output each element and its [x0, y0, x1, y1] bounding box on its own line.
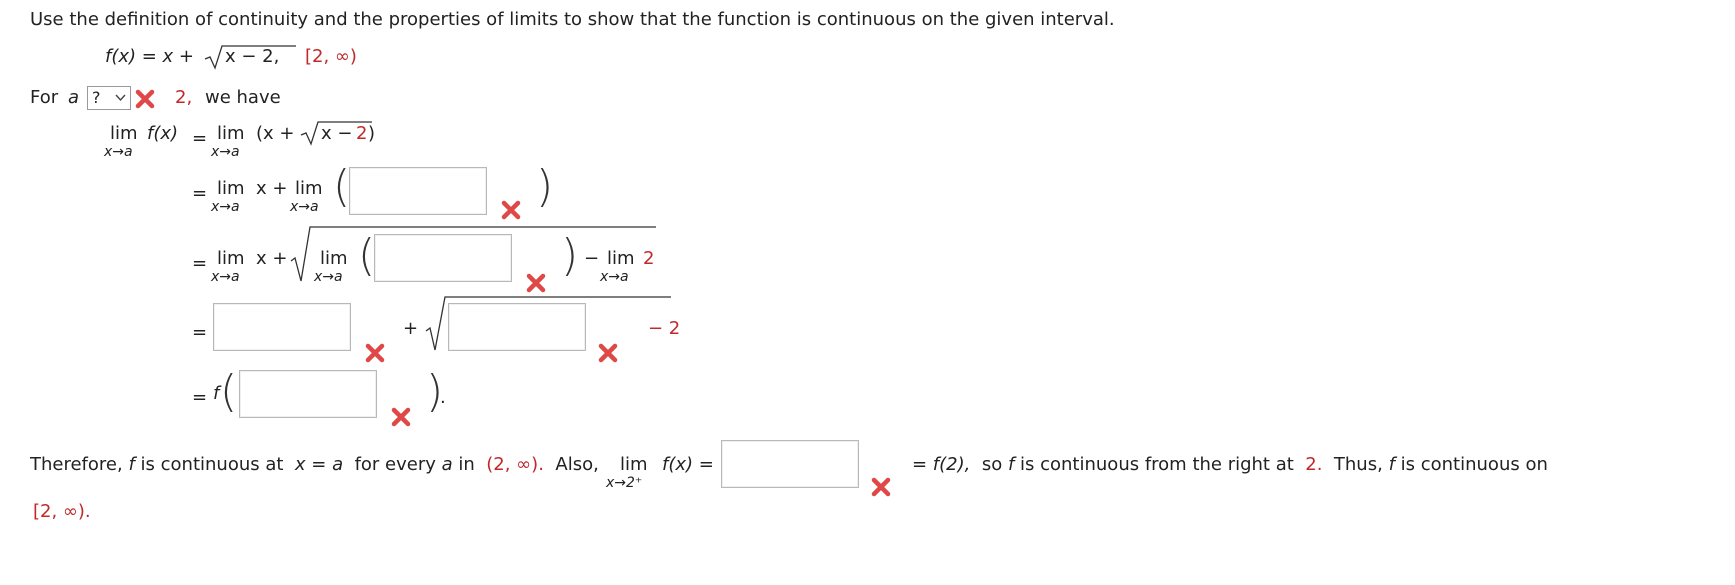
lim-subscript: x→a [600, 269, 629, 285]
equals-sign: = [192, 253, 208, 274]
f-of-x: f(x) [147, 123, 179, 144]
lim-subscript: x→a [211, 199, 240, 215]
radicand-two: 2 [356, 123, 368, 144]
plus-sign: + [403, 318, 419, 339]
for-every-text: for every [354, 454, 436, 475]
continuous-right-text: is continuous from the right at [1020, 454, 1294, 475]
lim-subscript: x→a [104, 144, 133, 160]
lim-label: lim [320, 248, 348, 269]
final-interval: [2, ∞). [33, 501, 91, 522]
var-a: a [441, 454, 453, 475]
answer-input[interactable] [448, 303, 586, 351]
instruction-text: Use the definition of continuity and the… [30, 9, 1115, 30]
minus-sign: − [584, 248, 600, 269]
function-interval: [2, ∞) [305, 46, 357, 67]
sqrt-sign [425, 296, 671, 351]
for-text: For [30, 87, 59, 108]
chevron-down-icon [115, 94, 126, 102]
function-definition: f(x) = x + [105, 46, 194, 67]
var-a: a [68, 87, 80, 108]
sqrt-sign [204, 45, 296, 70]
minus-two: − 2 [648, 318, 681, 339]
answer-input[interactable] [213, 303, 351, 351]
also-text: Also, [555, 454, 599, 475]
lim-subscript: x→2⁺ [606, 475, 643, 491]
close-paren: ) [368, 123, 376, 144]
lim-subscript: x→a [290, 199, 319, 215]
answer-input[interactable] [239, 370, 377, 418]
big-open-paren: ( [358, 230, 376, 281]
x-eq-a: x = a [294, 454, 344, 475]
answer-input[interactable] [349, 167, 487, 215]
x-mark-icon [598, 343, 618, 363]
f-letter: f [213, 383, 220, 404]
function-lhs: f(x) = x + [105, 46, 195, 67]
open-paren-x-plus: (x + [256, 123, 295, 144]
equals-sign: = [192, 387, 208, 408]
value-two: 2 [643, 248, 655, 269]
lim-subscript: x→a [211, 144, 240, 160]
in-text: in [458, 454, 475, 475]
f-symbol: f [1007, 454, 1015, 475]
sqrt-sign [300, 121, 372, 146]
continuous-on-text: is continuous on [1400, 454, 1548, 475]
lim-label: lim [295, 178, 323, 199]
x-mark-icon [501, 200, 521, 220]
lim-fx: f(x) = [662, 454, 714, 475]
value-two: 2, [175, 87, 193, 108]
therefore-text: Therefore, [30, 454, 123, 475]
continuous-at-text: is continuous at [140, 454, 284, 475]
function-radicand: x − 2, [225, 46, 280, 67]
f-symbol: f [128, 454, 135, 475]
we-have-text: we have [205, 87, 281, 108]
x-mark-icon [135, 89, 155, 109]
lim-label: lim [620, 454, 648, 475]
conclusion-sentence: Therefore, f is continuous at x = a for … [30, 454, 599, 475]
so-text: so [981, 454, 1003, 475]
f-symbol: f [1388, 454, 1395, 475]
lim-label: lim [217, 248, 245, 269]
conclusion-tail: = f(2), so f is continuous from the righ… [912, 454, 1548, 475]
big-close-paren: ) [561, 230, 579, 281]
lim-subscript: x→a [211, 269, 240, 285]
radicand-x-minus: x − [321, 123, 353, 144]
sqrt-sign [290, 226, 656, 282]
x-plus: x + [256, 178, 288, 199]
equals-sign: = [192, 128, 208, 149]
x-plus: x + [256, 248, 288, 269]
answer-input[interactable] [721, 440, 859, 488]
x-mark-icon [365, 343, 385, 363]
lim-label: lim [217, 178, 245, 199]
lim-label: lim [607, 248, 635, 269]
x-mark-icon [526, 273, 546, 293]
lim-subscript: x→a [314, 269, 343, 285]
value-two: 2. [1305, 454, 1323, 475]
big-close-paren: ) [536, 161, 554, 212]
big-open-paren: ( [333, 161, 351, 212]
lim-label: lim [110, 123, 138, 144]
lim-label: lim [217, 123, 245, 144]
relation-select-value: ? [92, 88, 101, 107]
big-close-paren: ) [426, 366, 444, 417]
relation-select[interactable]: ? [87, 86, 131, 110]
open-interval: (2, ∞). [486, 454, 544, 475]
x-mark-icon [391, 407, 411, 427]
period: . [440, 387, 446, 408]
eq-f2: = f(2), [912, 454, 971, 475]
x-mark-icon [871, 477, 891, 497]
equals-sign: = [192, 183, 208, 204]
thus-text: Thus, [1333, 454, 1383, 475]
answer-input[interactable] [374, 234, 512, 282]
equals-sign: = [192, 322, 208, 343]
big-open-paren: ( [220, 366, 238, 417]
